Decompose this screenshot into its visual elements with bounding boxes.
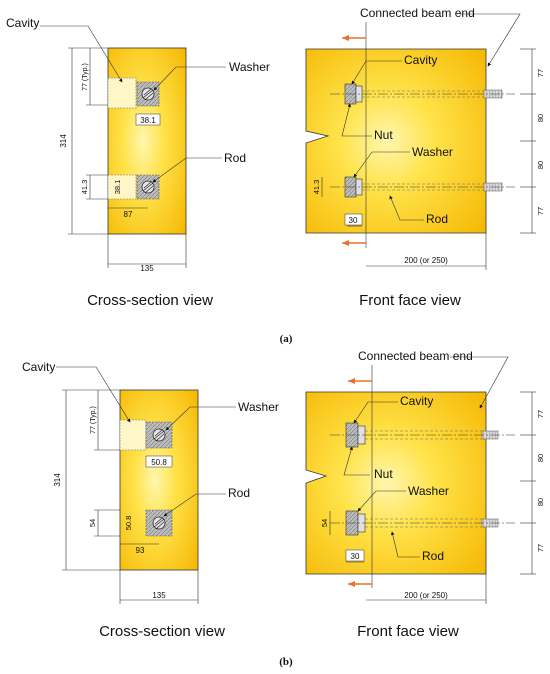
cross-section-b: 314 77 (Typ.) 54 50.8 50.8 93 135 Cavity… xyxy=(22,360,279,640)
label-rod: Rod xyxy=(224,151,246,165)
label-rod: Rod xyxy=(422,549,444,563)
dim-right-4: 77 xyxy=(536,544,545,552)
dim-width: 135 xyxy=(140,264,154,273)
dim-width: 200 (or 250) xyxy=(404,256,448,265)
dim-right-4: 77 xyxy=(536,207,545,215)
cavity-bottom xyxy=(107,174,137,200)
dim-height: 314 xyxy=(53,473,62,487)
dim-left-cavity: 54 xyxy=(320,519,329,527)
dim-cavity-top: 38.1 xyxy=(140,116,156,125)
dim-spacing: 77 (Typ.) xyxy=(82,63,89,91)
label-beam-end: Connected beam end xyxy=(358,349,473,363)
dim-cavity-side: 38.1 xyxy=(113,180,122,195)
title-cross-section: Cross-section view xyxy=(87,292,213,309)
dim-width: 200 (or 250) xyxy=(404,591,448,600)
dim-rod-offset: 93 xyxy=(136,546,145,555)
label-cavity: Cavity xyxy=(404,53,437,67)
label-cavity: Cavity xyxy=(6,16,39,30)
label-rod: Rod xyxy=(426,212,448,226)
caption-b: (b) xyxy=(279,656,293,668)
label-beam-end: Connected beam end xyxy=(360,6,475,20)
timber-beam xyxy=(305,48,487,234)
panel-b: 314 77 (Typ.) 54 50.8 50.8 93 135 Cavity… xyxy=(22,349,545,668)
dim-width: 135 xyxy=(152,591,166,600)
timber-section xyxy=(119,389,199,571)
front-face-b: 77 80 80 77 54 30 200 (or 250) Connected… xyxy=(305,349,545,640)
label-washer: Washer xyxy=(238,400,279,414)
label-nut: Nut xyxy=(374,467,393,481)
dim-bottom-vertical: 41.3 xyxy=(80,180,89,195)
cavity-top xyxy=(119,419,147,451)
label-washer: Washer xyxy=(412,145,453,159)
title-front-face: Front face view xyxy=(357,623,459,640)
dim-bottom-vertical: 54 xyxy=(88,519,97,527)
label-washer: Washer xyxy=(229,60,270,74)
label-cavity: Cavity xyxy=(22,360,55,374)
front-face-a: 77 80 80 77 41.3 30 200 (or 250) Connect… xyxy=(305,6,545,309)
cavity-top xyxy=(107,77,137,109)
timber-section xyxy=(107,47,187,235)
dim-spacing: 77 (Typ.) xyxy=(90,406,97,434)
title-front-face: Front face view xyxy=(359,292,461,309)
title-cross-section: Cross-section view xyxy=(99,623,225,640)
dim-rod-offset: 87 xyxy=(124,210,133,219)
label-nut: Nut xyxy=(374,128,393,142)
label-washer: Washer xyxy=(408,484,449,498)
dim-right-2: 80 xyxy=(536,114,545,122)
label-cavity: Cavity xyxy=(400,394,433,408)
dim-right-3: 80 xyxy=(536,498,545,506)
dim-right-1: 77 xyxy=(536,410,545,418)
panel-a: 314 77 (Typ.) 41.3 38.1 38.1 87 135 Cavi… xyxy=(6,6,545,345)
label-rod: Rod xyxy=(228,486,250,500)
dim-cavity-len: 30 xyxy=(349,216,358,225)
cross-section-a: 314 77 (Typ.) 41.3 38.1 38.1 87 135 Cavi… xyxy=(6,16,270,309)
dim-right-3: 80 xyxy=(536,161,545,169)
dim-cavity-side: 50.8 xyxy=(124,516,133,531)
dim-height: 314 xyxy=(59,134,68,148)
timber-beam xyxy=(305,391,487,575)
dim-right-1: 77 xyxy=(536,69,545,77)
caption-a: (a) xyxy=(280,333,293,345)
dim-right-2: 80 xyxy=(536,454,545,462)
dim-left-cavity: 41.3 xyxy=(312,180,321,195)
dim-cavity-len: 30 xyxy=(351,552,360,561)
dim-cavity-top: 50.8 xyxy=(151,458,167,467)
